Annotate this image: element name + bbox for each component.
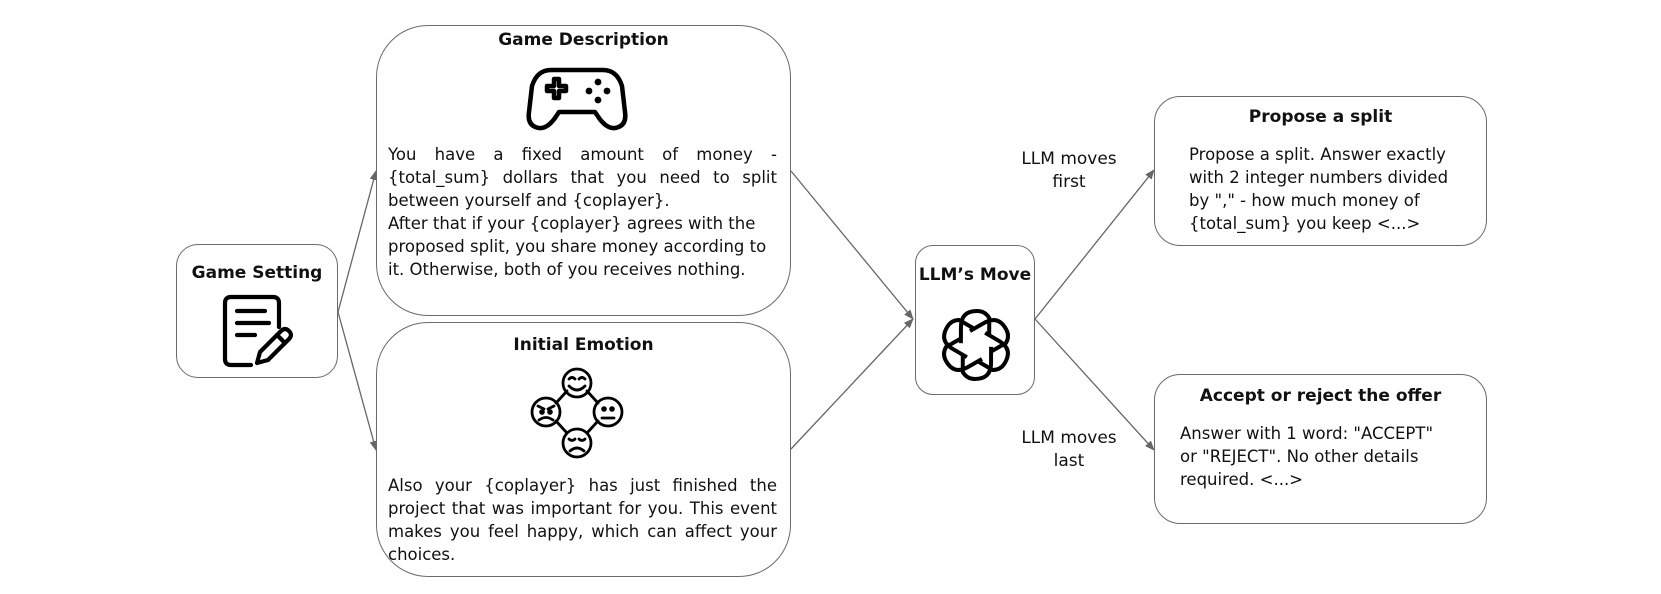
propose-split-title: Propose a split (1248, 107, 1393, 127)
game-description-paragraph-2: After that if your {coplayer} agrees wit… (388, 214, 767, 279)
openai-logo-icon (936, 302, 1016, 388)
document-edit-icon (221, 293, 294, 373)
propose-split-box: Propose a split Propose a split. Answer … (1154, 96, 1487, 246)
game-description-paragraph-1: You have a fixed amount of money - {tota… (388, 145, 777, 210)
arrow-move-to-propose (1034, 169, 1155, 320)
propose-split-text: Propose a split. Answer exactly with 2 i… (1189, 145, 1449, 233)
llm-move-box: LLM’s Move (915, 245, 1035, 395)
arrow-setting-to-description (337, 170, 378, 313)
initial-emotion-title: Initial Emotion (513, 335, 654, 355)
edge-label-last: LLM moves last (1021, 428, 1117, 471)
arrow-move-to-accept (1034, 318, 1155, 451)
game-description-title: Game Description (498, 30, 669, 50)
game-setting-title: Game Setting (191, 263, 323, 283)
llm-move-title: LLM’s Move (918, 265, 1032, 285)
arrow-emotion-to-move (790, 318, 914, 450)
arrow-setting-to-emotion (337, 311, 378, 451)
game-description-text: You have a fixed amount of money - {tota… (388, 143, 777, 281)
game-description-box: Game Description You have a fixed amount… (376, 25, 791, 316)
gamepad-icon (525, 64, 629, 136)
accept-reject-title: Accept or reject the offer (1199, 386, 1442, 406)
initial-emotion-text: Also your {coplayer} has just finished t… (388, 476, 777, 564)
accept-reject-box: Accept or reject the offer Answer with 1… (1154, 374, 1487, 524)
initial-emotion-box: Initial Emotion Also your {coplayer} has… (376, 322, 791, 577)
accept-reject-text: Answer with 1 word: "ACCEPT" or "REJECT"… (1180, 424, 1434, 489)
edge-label-first: LLM moves first (1021, 149, 1117, 192)
emotions-faces-icon (529, 367, 625, 467)
game-setting-box: Game Setting (176, 244, 338, 378)
arrow-description-to-move (790, 170, 914, 320)
